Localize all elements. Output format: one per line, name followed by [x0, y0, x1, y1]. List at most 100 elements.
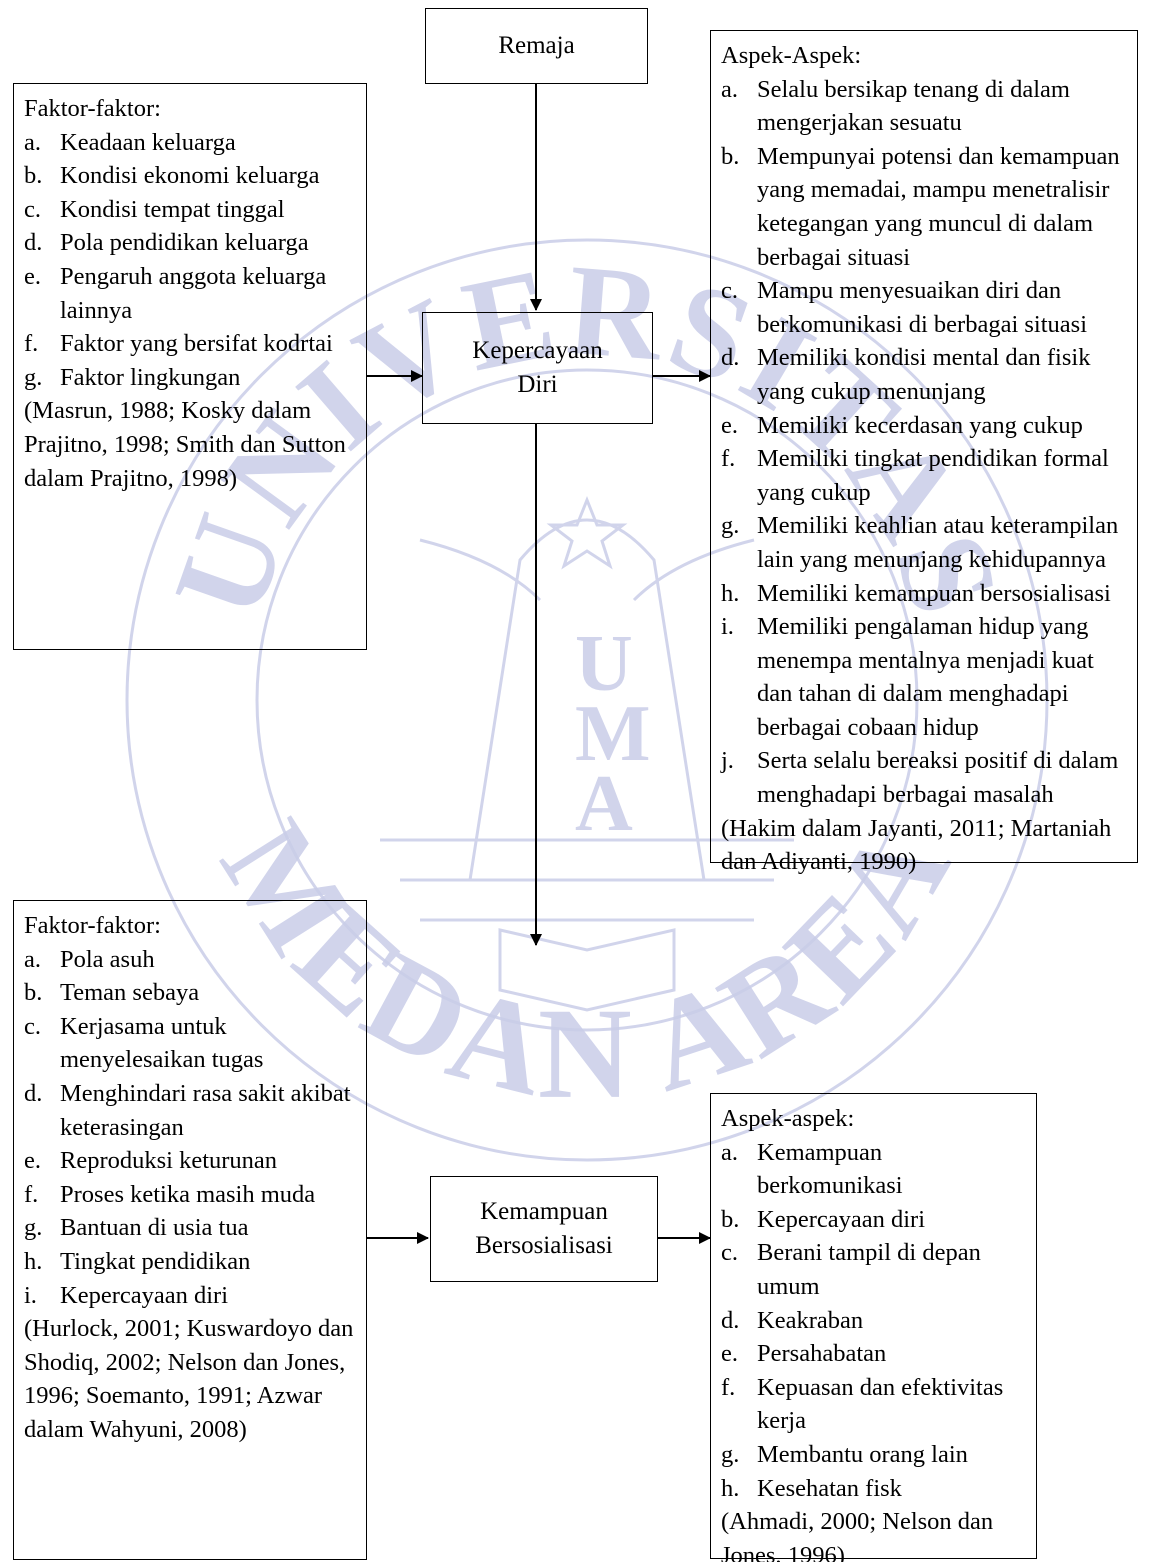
list-item: a. Kemampuan berkomunikasi [721, 1136, 1030, 1203]
list-item-text: Kondisi ekonomi keluarga [60, 162, 320, 190]
watermark-letter-a: A [575, 760, 633, 848]
list-item-text: Memiliki keahlian atau keterampilan lain… [757, 512, 1119, 573]
list-item: b.Kepercayaan diri [721, 1203, 1030, 1237]
list-item: c. Mampu menyesuaikan diri dan berkomunik… [721, 274, 1131, 341]
list-item-text: Pola asuh [60, 945, 155, 973]
list-item-label: c. [24, 1012, 41, 1040]
list-item-text: Memiliki kecerdasan yang cukup [757, 411, 1083, 439]
list-item-text: Membantu orang lain [757, 1440, 968, 1468]
list-item-label: i. [721, 613, 734, 641]
seal-wings [419, 538, 755, 602]
list-item-label: j. [721, 747, 734, 775]
watermark-letter-m: M [575, 690, 651, 778]
list-item-label: d. [721, 344, 740, 372]
aspects-social-heading: Aspek-aspek: [721, 1105, 855, 1132]
node-kepercayaan-diri: Kepercayaan Diri [422, 312, 653, 424]
list-item-text: Pengaruh anggota keluarga lainnya [60, 262, 327, 324]
list-item-text: Kepercayaan diri [757, 1205, 925, 1233]
aspects-confidence-heading: Aspek-Aspek: [721, 42, 862, 69]
list-item-label: h. [721, 579, 740, 607]
list-item-label: g. [721, 512, 740, 540]
list-item-label: d. [24, 229, 43, 257]
list-item-text: Selalu bersikap tenang di dalam mengerja… [757, 75, 1070, 137]
list-item-label: d. [24, 1079, 43, 1107]
list-item-text: Kesehatan fisk [757, 1474, 902, 1502]
list-item-label: c. [721, 1239, 738, 1267]
list-item: b. Kondisi ekonomi keluarga [24, 159, 360, 193]
list-item-label: c. [721, 277, 738, 305]
list-item-label: g. [24, 1214, 43, 1242]
list-item: j.Serta selalu bereaksi positif di dalam… [721, 744, 1131, 811]
factors-confidence-list: a. Keadaan keluarga b. Kondisi ekonomi kelu… [24, 126, 360, 395]
node-kemampuan-bersosialisasi: Kemampuan Bersosialisasi [430, 1176, 658, 1282]
list-item-text: Kondisi tempat tinggal [60, 195, 285, 223]
list-item-text: Tingkat pendidikan [60, 1247, 251, 1275]
list-item-label: e. [24, 262, 41, 290]
list-item: d. Pola pendidikan keluarga [24, 226, 360, 260]
list-item-label: b. [24, 979, 43, 1007]
list-item-label: f. [24, 330, 39, 358]
list-item: g.Faktor lingkungan [24, 361, 360, 395]
list-item-text: Faktor yang bersifat kodrtai [60, 330, 333, 358]
list-item-label: a. [24, 128, 41, 156]
list-item-label: e. [721, 411, 738, 439]
list-item-text: Memiliki tingkat pendidikan formal yang … [757, 445, 1109, 506]
list-item-label: a. [721, 1138, 738, 1166]
list-item: h.Memiliki kemampuan bersosialisasi [721, 577, 1131, 611]
list-item-label: a. [721, 75, 738, 103]
list-item: h.Kesehatan fisk [721, 1472, 1030, 1506]
list-item-text: Kemampuan berkomunikasi [757, 1138, 903, 1200]
list-item: g. Bantuan di usia tua [24, 1211, 360, 1245]
list-item-text: Keadaan keluarga [60, 128, 236, 156]
list-item-text: Pola pendidikan keluarga [60, 229, 309, 257]
aspects-confidence-reference: (Hakim dalam Jayanti, 2011; Martaniah da… [721, 814, 1112, 876]
list-item-text: Menghindari rasa sakit akibat keterasing… [60, 1079, 351, 1141]
seal-steps [380, 838, 794, 922]
list-item-label: a. [24, 945, 41, 973]
list-item-text: Kepercayaan diri [60, 1281, 228, 1309]
factors-social-heading: Faktor-faktor: [24, 912, 161, 939]
list-item-text: Mampu menyesuaikan diri dan berkomunikas… [757, 277, 1087, 338]
list-item: i.Kepercayaan diri [24, 1279, 360, 1313]
list-item: f.Proses ketika masih muda [24, 1178, 360, 1212]
factors-social-box: Faktor-faktor: a. Pola asuh b.Teman sebaya… [13, 900, 367, 1560]
list-item: f.Kepuasan dan efektivitas kerja [721, 1371, 1030, 1438]
list-item: f.Memiliki tingkat pendidikan formal yan… [721, 442, 1131, 509]
seal-monument-outline [468, 518, 706, 881]
list-item: c.Kerjasama untuk menyelesaikan tugas [24, 1010, 360, 1077]
list-item-text: Bantuan di usia tua [60, 1214, 249, 1242]
aspects-confidence-list: a. Selalu bersikap tenang di dalam menger… [721, 73, 1131, 812]
list-item-text: Kepuasan dan efektivitas kerja [757, 1373, 1004, 1435]
list-item: g.Membantu orang lain [721, 1438, 1030, 1472]
list-item: c.Kondisi tempat tinggal [24, 193, 360, 227]
list-item-label: d. [721, 1306, 740, 1334]
list-item-label: e. [721, 1340, 738, 1368]
aspects-social-reference: (Ahmadi, 2000; Nelson dan Jones, 1996) [721, 1508, 994, 1562]
watermark-letter-u: U [575, 620, 633, 708]
list-item-text: Proses ketika masih muda [60, 1180, 316, 1208]
seal-star [546, 495, 628, 570]
seal-inner-ring [255, 368, 919, 1032]
list-item: d. Memiliki kondisi mental dan fisik yang… [721, 341, 1131, 408]
node-kepercayaan-line1: Kepercayaan [472, 337, 603, 364]
list-item: c.Berani tampil di depan umum [721, 1236, 1030, 1303]
node-remaja: Remaja [425, 8, 648, 84]
list-item: a. Selalu bersikap tenang di dalam menger… [721, 73, 1131, 140]
list-item-text: Memiliki kondisi mental dan fisik yang c… [757, 344, 1091, 405]
list-item: b.Mempunyai potensi dan kemampuan yang m… [721, 140, 1131, 274]
list-item: d. Menghindari rasa sakit akibat keterasi… [24, 1077, 360, 1144]
factors-confidence-heading: Faktor-faktor: [24, 95, 161, 122]
list-item-text: Memiliki pengalaman hidup yang menempa m… [757, 613, 1094, 741]
list-item: i. Memiliki pengalaman hidup yang menempa… [721, 610, 1131, 744]
list-item: e.Persahabatan [721, 1337, 1030, 1371]
list-item-label: b. [24, 162, 43, 190]
list-item: g. Memiliki keahlian atau keterampilan la… [721, 509, 1131, 576]
node-kemampuan-line1: Kemampuan [480, 1198, 608, 1225]
factors-confidence-box: Faktor-faktor: a. Keadaan keluarga b. Kondi… [13, 83, 367, 650]
list-item: b.Teman sebaya [24, 976, 360, 1010]
